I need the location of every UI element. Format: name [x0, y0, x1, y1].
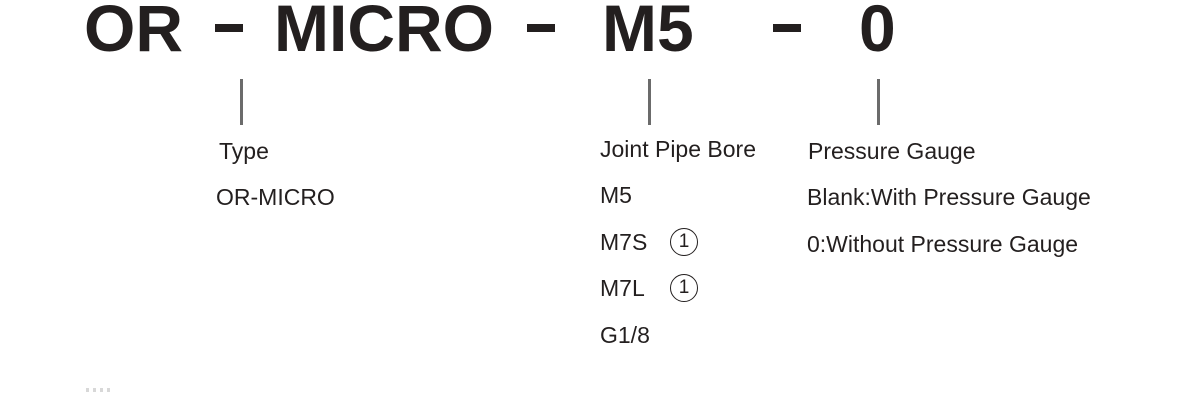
bore-option-m7s: M7S [600, 229, 648, 255]
bore-heading: Joint Pipe Bore [600, 136, 756, 162]
bore-option-m7l: M7L [600, 275, 645, 301]
model-code-separator [215, 24, 243, 32]
leader-line-bore [648, 79, 651, 125]
bore-option-m5: M5 [600, 182, 632, 208]
leader-line-gauge [877, 79, 880, 125]
gauge-heading: Pressure Gauge [808, 138, 976, 164]
bore-option-g18: G1/8 [600, 322, 650, 348]
note-marker: 1 [670, 228, 698, 256]
model-code-type: OR [84, 0, 183, 65]
gauge-option-without: 0:Without Pressure Gauge [807, 231, 1079, 257]
model-code-separator [773, 24, 801, 32]
type-option: OR-MICRO [216, 184, 335, 210]
leader-line-type [240, 79, 243, 125]
model-code-bore: M5 [602, 0, 694, 65]
note-marker: 1 [670, 274, 698, 302]
model-code-separator [527, 24, 555, 32]
model-code-gauge: 0 [859, 0, 896, 65]
gauge-option-with: Blank:With Pressure Gauge [807, 184, 1091, 210]
scan-artifact [86, 388, 114, 392]
model-code-series: MICRO [274, 0, 494, 65]
type-heading: Type [219, 138, 269, 164]
